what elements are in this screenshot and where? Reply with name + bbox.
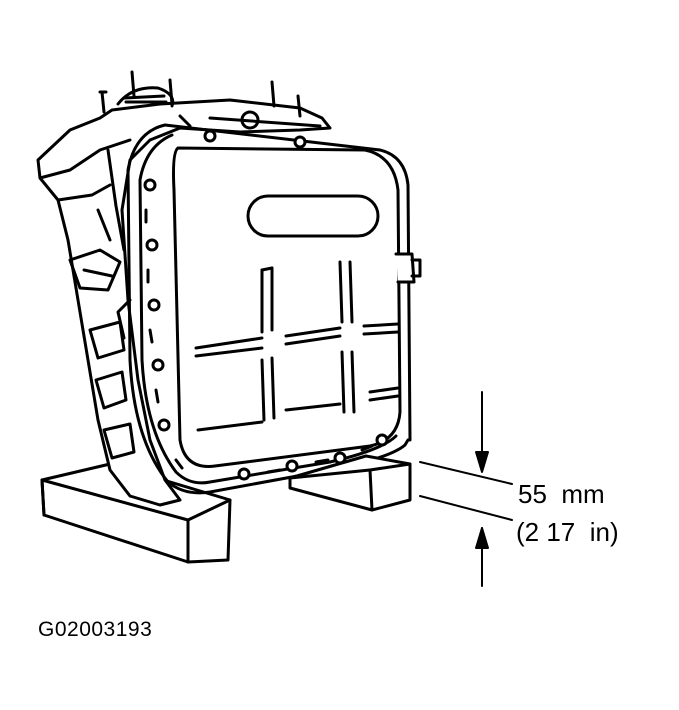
right-support-block xyxy=(288,454,412,512)
figure-id-label: G02003193 xyxy=(38,618,153,641)
dimension-imperial-label: (2 17 in) xyxy=(516,517,619,547)
transmission-housing xyxy=(36,70,332,507)
lower-extension-line xyxy=(419,495,513,521)
left-support-block xyxy=(40,462,232,564)
down-arrow xyxy=(475,451,489,473)
up-arrow xyxy=(475,527,489,549)
upper-extension-line xyxy=(419,461,513,485)
oil-pan xyxy=(172,146,422,468)
flange-bolts xyxy=(143,129,389,481)
dimension-metric-label: 55 mm xyxy=(518,479,605,509)
dimension-callout xyxy=(419,391,513,587)
